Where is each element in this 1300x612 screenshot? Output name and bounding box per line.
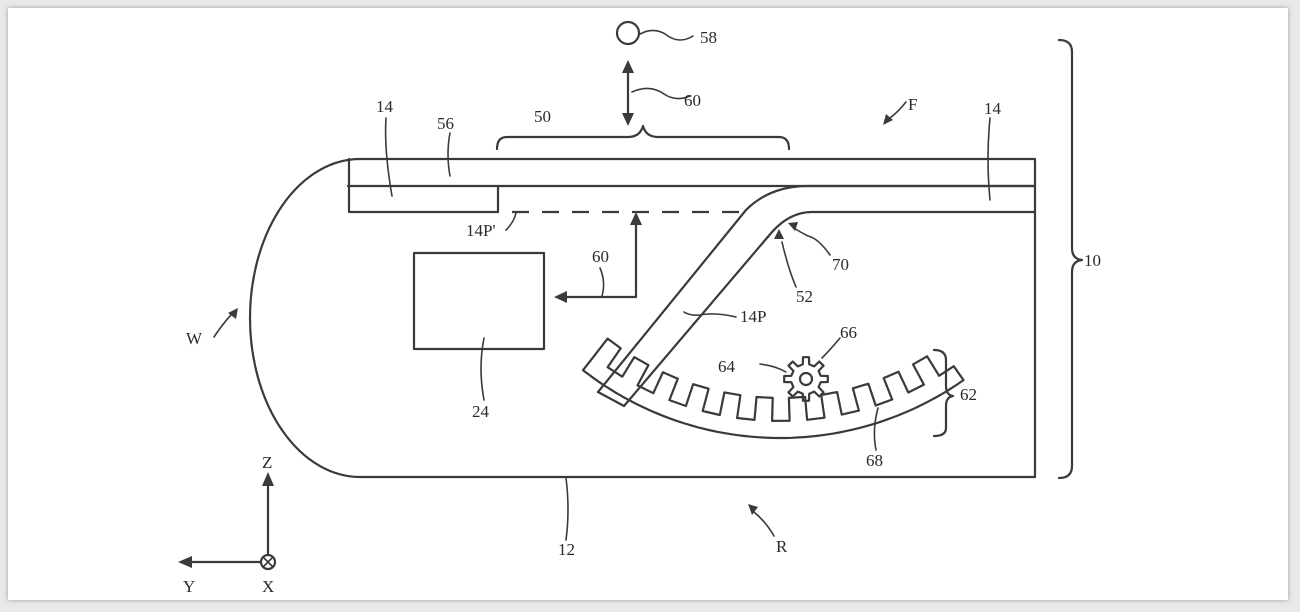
label-axis-z: Z [262, 453, 272, 472]
leader-12 [565, 477, 569, 541]
leader-24 [480, 337, 485, 401]
gear-hub [798, 371, 814, 387]
leader-52 [781, 241, 797, 288]
flex-portion-inner [622, 210, 1037, 408]
label-68: 68 [866, 451, 883, 470]
axis-x-cross [262, 556, 274, 568]
label-axis-x: X [262, 577, 274, 596]
leader-W-head [228, 308, 238, 319]
label-58: 58 [700, 28, 717, 47]
leader-14-right [987, 117, 991, 201]
label-axis-y: Y [183, 577, 195, 596]
label-F: F [908, 95, 917, 114]
bracket-10 [1057, 38, 1084, 480]
label-60-top: 60 [684, 91, 701, 110]
label-14-right: 14 [984, 99, 1002, 118]
label-64: 64 [718, 357, 736, 376]
arrowhead-up [622, 60, 634, 73]
axis-z-arrowhead [262, 472, 274, 486]
label-60-mid: 60 [592, 247, 609, 266]
elbow-arrowhead-left [554, 291, 567, 303]
leader-R [753, 511, 775, 537]
label-24: 24 [472, 402, 490, 421]
gear-rack [581, 337, 965, 440]
leader-64 [759, 363, 787, 373]
housing-outline [248, 157, 1037, 479]
label-W: W [186, 329, 203, 348]
label-70: 70 [832, 255, 849, 274]
flex-portion-end [596, 390, 626, 408]
label-50: 50 [534, 107, 551, 126]
figure-frame [8, 8, 1288, 600]
elbow-arrow [560, 218, 638, 299]
leader-F-head [883, 114, 893, 125]
leader-F [889, 101, 907, 119]
marker-52 [774, 229, 784, 239]
leader-68 [873, 407, 879, 451]
label-14P: 14P [740, 307, 766, 326]
leader-14P-prime [505, 212, 517, 231]
label-12: 12 [558, 540, 575, 559]
leader-58 [639, 29, 694, 41]
leader-14-left [384, 117, 393, 197]
arrowhead-down [622, 113, 634, 126]
leader-W [213, 313, 233, 338]
elbow-arrowhead-up [630, 212, 642, 225]
leader-70 [793, 227, 831, 256]
label-62: 62 [960, 385, 977, 404]
leader-56 [447, 132, 451, 177]
label-14-left: 14 [376, 97, 394, 116]
flex-portion-outer [596, 184, 1037, 394]
brace-50 [495, 124, 791, 151]
axis-y-arrowhead [178, 556, 192, 568]
gear-wheel [783, 356, 829, 402]
label-56: 56 [437, 114, 454, 133]
leader-66 [821, 337, 841, 359]
leader-60-mid [599, 267, 605, 297]
label-14P-prime: 14P' [466, 221, 496, 240]
leader-14P [683, 311, 737, 318]
leader-R-head [748, 504, 758, 515]
bracket-62 [932, 348, 955, 438]
component-box [412, 251, 546, 351]
axis-x-circle [259, 553, 277, 571]
leader-60-top [631, 87, 691, 100]
label-10: 10 [1084, 251, 1101, 270]
label-66: 66 [840, 323, 857, 342]
label-52: 52 [796, 287, 813, 306]
light-source-circle [615, 20, 641, 46]
label-R: R [776, 537, 788, 556]
